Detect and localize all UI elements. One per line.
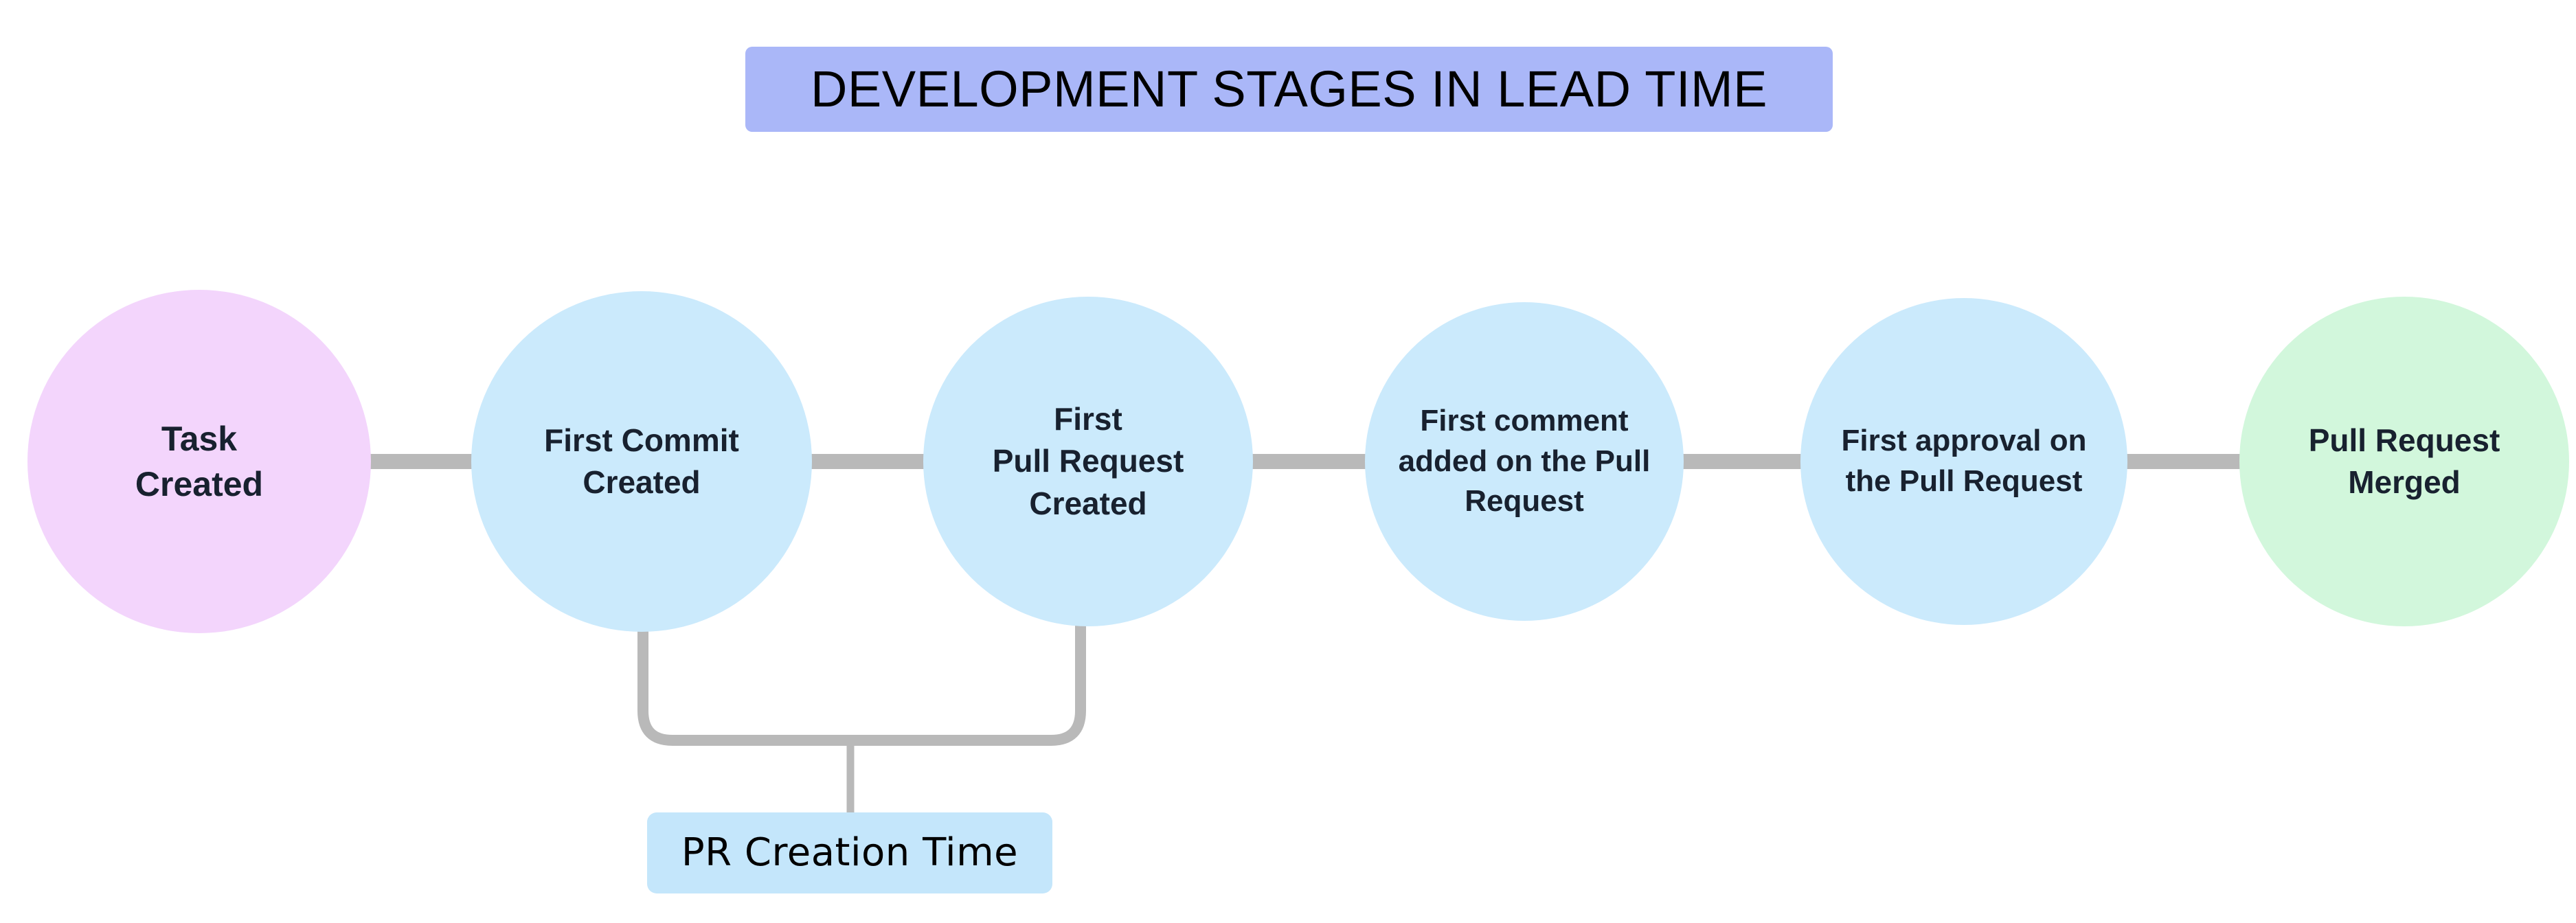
connector-first-pr-to-first-comment — [1250, 454, 1368, 469]
node-label-task-created: Task Created — [135, 419, 264, 504]
node-first-comment-added[interactable]: First comment added on the Pull Request — [1365, 302, 1684, 621]
node-task-created[interactable]: Task Created — [27, 290, 371, 633]
connector-first-comment-to-first-approval — [1680, 454, 1804, 469]
node-label-pull-request-merged: Pull Request Merged — [2308, 422, 2500, 500]
diagram-title-banner: DEVELOPMENT STAGES IN LEAD TIME — [745, 47, 1833, 132]
connector-task-to-first-commit — [363, 454, 483, 469]
node-first-commit-created[interactable]: First Commit Created — [471, 291, 812, 632]
node-pull-request-merged[interactable]: Pull Request Merged — [2239, 297, 2569, 626]
node-label-first-commit-created: First Commit Created — [544, 422, 739, 500]
connector-first-commit-to-first-pr — [809, 454, 926, 469]
page-title: DEVELOPMENT STAGES IN LEAD TIME — [810, 60, 1768, 117]
annotation-label-pr-creation-time: PR Creation Time — [681, 830, 1019, 875]
node-first-approval[interactable]: First approval on the Pull Request — [1800, 298, 2127, 625]
connector-first-approval-to-merged — [2124, 454, 2244, 469]
node-first-pull-request-created[interactable]: First Pull Request Created — [923, 297, 1253, 626]
annotation-pr-creation-time[interactable]: PR Creation Time — [647, 812, 1052, 893]
node-label-first-pull-request-created: First Pull Request Created — [992, 401, 1184, 521]
node-label-first-comment-added: First comment added on the Pull Request — [1398, 404, 1651, 519]
node-label-first-approval: First approval on the Pull Request — [1841, 424, 2087, 498]
